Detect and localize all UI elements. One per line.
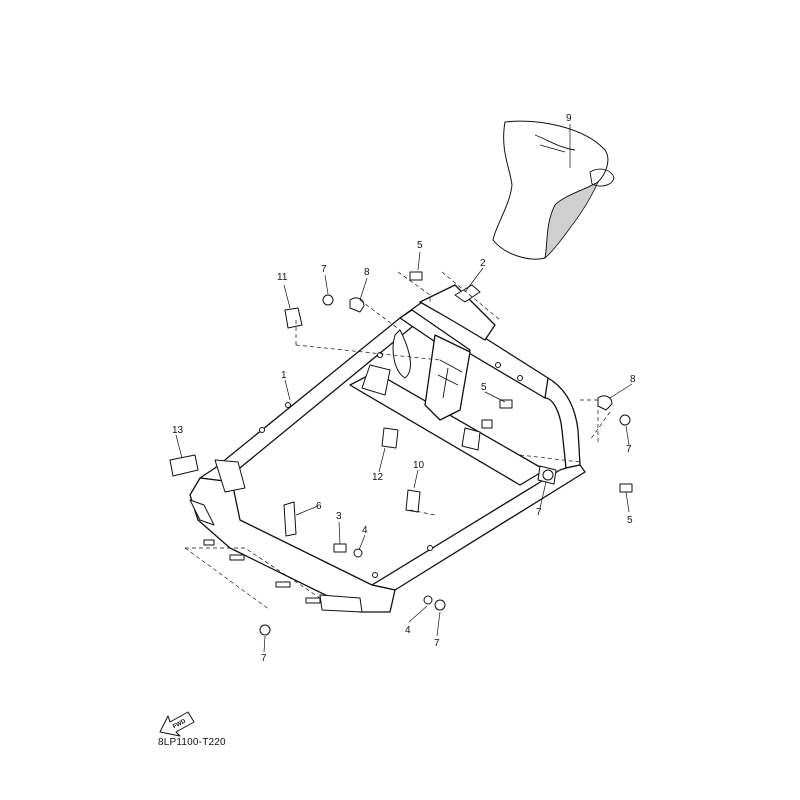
clip-part-11	[284, 307, 303, 329]
callout-13: 13	[172, 425, 184, 436]
callout-7-lower-left: 7	[261, 653, 267, 664]
callout-5-right: 5	[627, 515, 633, 526]
callout-8-left: 8	[364, 267, 370, 278]
washer-part-4-a	[353, 548, 363, 558]
clip-part-12	[381, 427, 399, 449]
callout-7-bottom: 7	[434, 638, 440, 649]
callout-7-top: 7	[321, 264, 327, 275]
callout-4-bottom: 4	[405, 625, 411, 636]
callout-12: 12	[372, 472, 384, 483]
callout-10: 10	[413, 460, 425, 471]
callout-5-top: 5	[417, 240, 423, 251]
bolt-part-5-mid	[481, 399, 513, 429]
fwd-arrow-icon: FWD	[159, 711, 195, 737]
nut-part-7-b	[619, 414, 631, 426]
callout-4-mid: 4	[362, 525, 368, 536]
diagram-code: 8LP1100-T220	[158, 737, 226, 748]
callout-5-mid: 5	[481, 382, 487, 393]
callout-1: 1	[281, 370, 287, 381]
callout-2: 2	[480, 258, 486, 269]
seat-cover-part-9	[492, 120, 615, 260]
bracket-part-2	[454, 284, 481, 303]
callout-7-mid: 7	[536, 507, 542, 518]
frame-part-1	[189, 284, 586, 613]
clamp-part-8-left	[349, 297, 365, 313]
clamp-part-8-right	[597, 395, 613, 411]
callout-11: 11	[277, 272, 288, 283]
label-part-13	[169, 454, 199, 477]
callout-6: 6	[316, 501, 322, 512]
callout-3: 3	[336, 511, 342, 522]
clip-part-10	[405, 489, 421, 513]
nut-part-7-c	[542, 469, 554, 481]
nut-part-7-d	[259, 624, 271, 636]
washer-part-4-b	[423, 595, 433, 605]
callout-8-right: 8	[630, 374, 636, 385]
nut-part-7-e	[434, 599, 446, 611]
nut-part-7-a	[322, 294, 334, 306]
callout-9: 9	[566, 113, 572, 124]
studs	[203, 539, 321, 604]
bolt-part-5-right	[619, 483, 633, 493]
bolt-part-5-top	[409, 271, 423, 281]
strap-part-6	[283, 501, 297, 537]
callouts: 9 5 2 7 8 11 1 8 5 13 7 10 12 6 7 3 5 4 …	[172, 113, 636, 664]
leader-lines	[175, 124, 633, 653]
callout-7-right: 7	[626, 444, 632, 455]
bolt-part-3	[333, 543, 347, 553]
